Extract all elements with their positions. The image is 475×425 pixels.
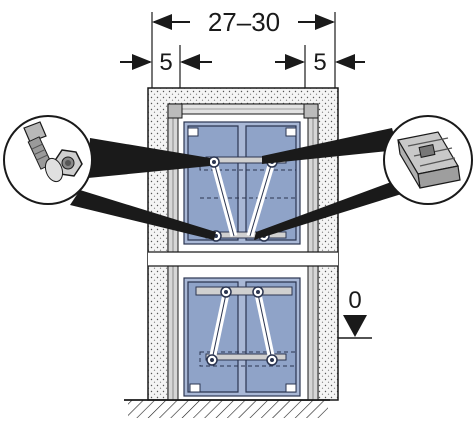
level-arrow-down-icon: 0 (338, 287, 372, 339)
dimension-left-offset: 5 (120, 45, 212, 95)
dimension-left-offset-label: 5 (159, 49, 172, 76)
hatched-floor-icon (124, 399, 330, 418)
lower-bracket-assembly (183, 277, 301, 397)
level-label: 0 (348, 287, 361, 314)
detail-leaders (70, 128, 408, 240)
hex-bolt-nut-icon (3, 115, 93, 205)
dimension-right-offset: 5 (275, 45, 365, 95)
dimension-total-label: 27–30 (208, 7, 280, 37)
c-rail-profile-icon (383, 115, 473, 205)
dimension-total: 27–30 (151, 7, 336, 95)
dimension-right-offset-label: 5 (313, 49, 326, 76)
